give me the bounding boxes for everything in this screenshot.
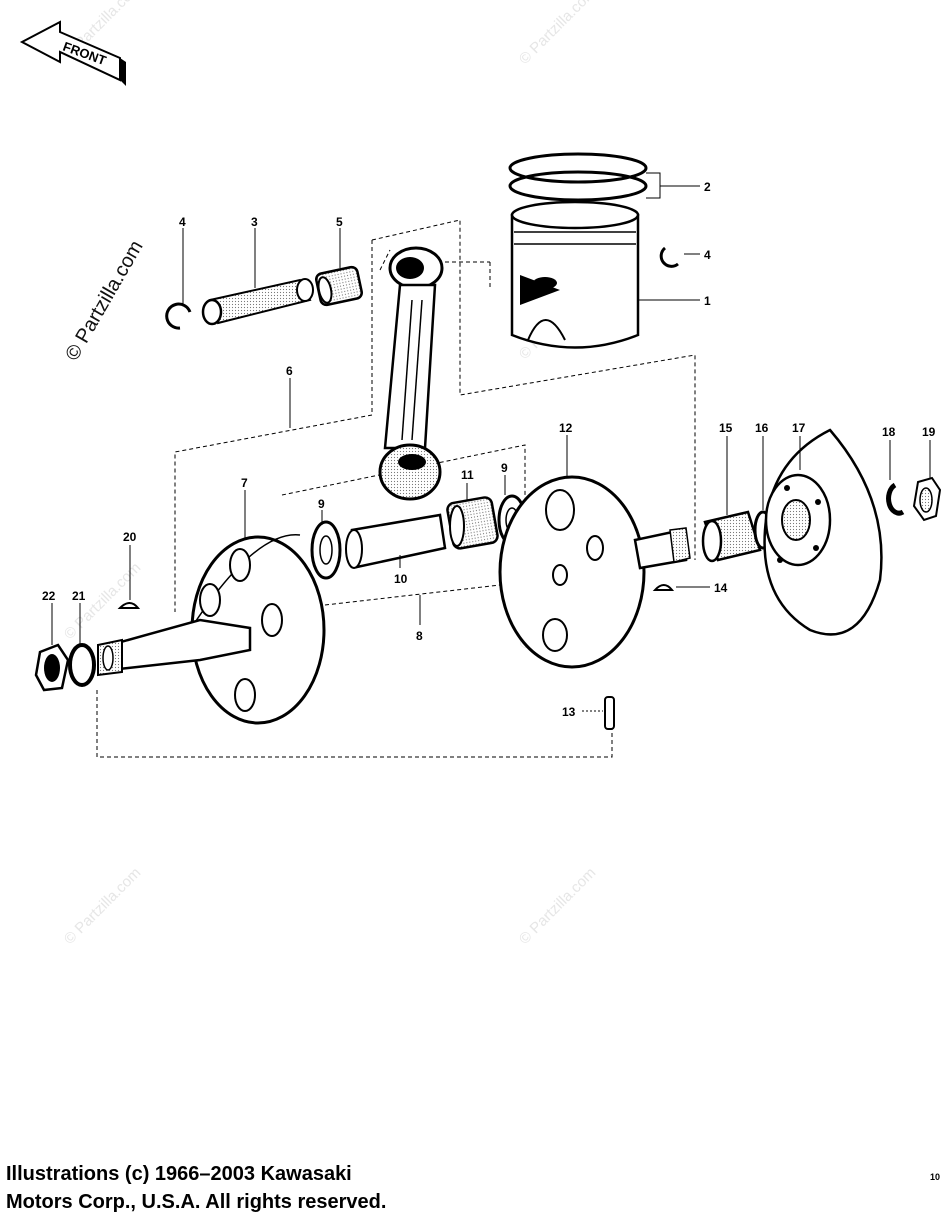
- crankshaft-right-half: [498, 475, 691, 669]
- crankshaft-left-half: [97, 534, 326, 725]
- callout-22: 22: [42, 589, 56, 603]
- callout-12: 12: [559, 421, 573, 435]
- nut-19: [912, 476, 942, 522]
- callout-numbers: 1 2 3 4 4 5 6 7 8 9 9 10 11 12 13 14 15 …: [42, 180, 936, 719]
- callout-18: 18: [882, 425, 896, 439]
- callout-7: 7: [241, 476, 248, 490]
- callout-16: 16: [755, 421, 769, 435]
- collar-15: [701, 510, 762, 563]
- callout-9-right: 9: [501, 461, 508, 475]
- copyright-line-2: Motors Corp., U.S.A. All rights reserved…: [6, 1191, 387, 1213]
- callout-9-left: 9: [318, 497, 325, 511]
- front-arrow-icon: FRONT: [19, 20, 126, 86]
- callout-8: 8: [416, 629, 423, 643]
- leader-lines: [51, 172, 931, 712]
- washer-21: [68, 643, 96, 687]
- watermark-main: © Partzilla.com: [61, 237, 147, 365]
- thrust-washer-9-left: [310, 520, 342, 580]
- callout-3: 3: [251, 215, 258, 229]
- copyright-notice: Illustrations (c) 1966–2003 Kawasaki Mot…: [6, 1160, 386, 1216]
- copyright-line-1: Illustrations (c) 1966–2003 Kawasaki: [6, 1163, 352, 1185]
- callout-10: 10: [394, 572, 408, 586]
- big-end-needle-bearing: [446, 496, 499, 550]
- callout-1: 1: [704, 294, 711, 308]
- piston-pin: [201, 278, 314, 326]
- callout-4-right: 4: [704, 248, 711, 262]
- woodruff-key-14: [652, 584, 675, 591]
- dowel-pin-13: [604, 696, 615, 730]
- callout-17: 17: [792, 421, 806, 435]
- circlip-left: [165, 302, 192, 330]
- rotary-valve-disc-17: [763, 428, 883, 636]
- assembly-dashed-lines: [96, 219, 696, 758]
- woodruff-key-20: [117, 602, 141, 609]
- watermark: © Partzilla.com: [516, 864, 599, 947]
- callout-4-left: 4: [179, 215, 186, 229]
- callout-2: 2: [704, 180, 711, 194]
- faint-watermarks: © Partzilla.com © Partzilla.com © Partzi…: [61, 0, 599, 948]
- callout-19: 19: [922, 425, 936, 439]
- small-end-needle-bearing: [314, 265, 364, 307]
- callout-6: 6: [286, 364, 293, 378]
- callout-13: 13: [562, 705, 576, 719]
- piston-rings: [508, 152, 648, 202]
- circlip-right: [659, 246, 679, 268]
- watermark: © Partzilla.com: [61, 864, 144, 947]
- nut-22: [34, 643, 70, 692]
- callout-20: 20: [123, 530, 137, 544]
- callout-15: 15: [719, 421, 733, 435]
- piston: [510, 200, 640, 349]
- watermark: © Partzilla.com: [516, 0, 599, 68]
- callout-5: 5: [336, 215, 343, 229]
- callout-11: 11: [461, 468, 474, 482]
- callout-14: 14: [714, 581, 728, 595]
- connecting-rod: [378, 246, 444, 501]
- callout-21: 21: [72, 589, 86, 603]
- crankpin: [345, 513, 447, 569]
- lock-washer-18: [886, 482, 905, 516]
- page-number: 10: [930, 1172, 941, 1182]
